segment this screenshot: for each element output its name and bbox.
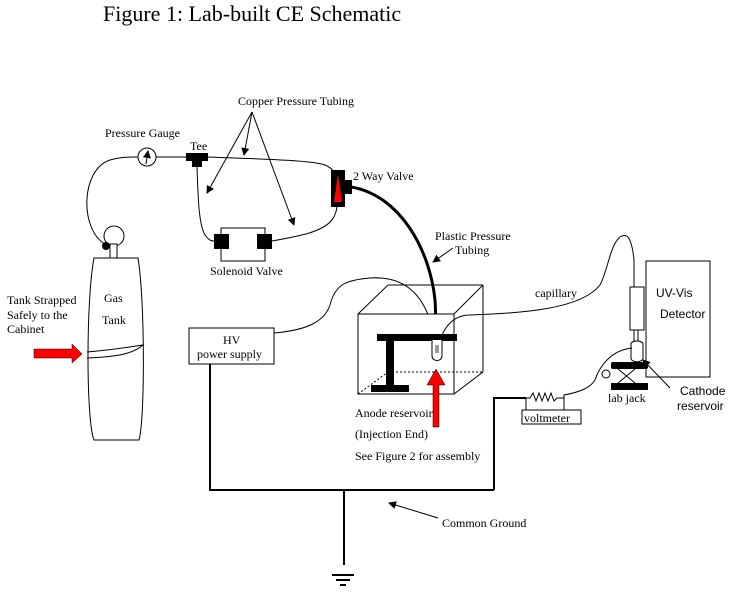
cathode-label-2: reservoir: [677, 399, 724, 413]
hv-power-supply: [188, 327, 275, 365]
hv-label-2: power supply: [197, 347, 262, 361]
tubing-tank-to-gauge: [86, 156, 139, 245]
hv-label-1: HV: [223, 333, 241, 347]
tubing-solenoid-to-valve: [271, 204, 338, 242]
lab-jack: [601, 362, 648, 390]
tank-strap: [86, 344, 145, 359]
anode-label-1: Anode reservoir: [355, 406, 433, 420]
plastic-tubing-arrow: [432, 247, 454, 263]
solenoid-valve: [214, 227, 272, 262]
tee-fitting: [186, 153, 208, 167]
anode-label-2: (Injection End): [355, 427, 428, 441]
cathode-label-1: Cathode: [680, 384, 726, 398]
solenoid-valve-label: Solenoid Valve: [210, 264, 283, 278]
anode-stand: [371, 334, 457, 392]
detector-cell: [629, 286, 645, 331]
gas-tank-label-1: Gas: [104, 291, 123, 305]
voltmeter-ground-lead: [493, 397, 526, 490]
cathode-arrow: [642, 359, 671, 389]
ground-symbol-icon: [332, 574, 354, 586]
pressure-gauge-icon: [137, 147, 157, 167]
copper-tubing-label: Copper Pressure Tubing: [238, 94, 354, 108]
tank-strap-red-arrow: [33, 343, 83, 364]
voltmeter: [521, 409, 582, 425]
uv-vis-detector: [645, 260, 711, 378]
cathode-lead-wire: [563, 347, 633, 398]
lab-jack-label: lab jack: [608, 391, 646, 405]
tank-strapped-label-3: Cabinet: [7, 322, 45, 336]
plastic-tubing-label-2: Tubing: [455, 243, 489, 257]
two-way-valve: [331, 170, 352, 207]
two-way-valve-label: 2 Way Valve: [353, 169, 414, 183]
tubing-tee-to-solenoid: [196, 165, 215, 242]
plastic-tubing-label-1: Plastic Pressure: [435, 229, 511, 243]
gas-tank-label-2: Tank: [102, 313, 126, 327]
anode-label-3: See Figure 2 for assembly: [355, 449, 480, 463]
capillary-label: capillary: [535, 286, 577, 300]
tank-strapped-label-2: Safely to the: [7, 308, 68, 322]
resistor-icon: [525, 391, 565, 410]
voltmeter-label: voltmeter: [524, 411, 570, 425]
common-ground-arrow: [388, 501, 439, 519]
uv-vis-label-1: UV-Vis: [656, 286, 692, 300]
tubing-tee-to-valve: [207, 156, 336, 174]
pressure-gauge-label: Pressure Gauge: [105, 126, 180, 140]
cathode-vial: [630, 340, 644, 363]
ground-loop-wire: [209, 364, 494, 491]
anode-vial: [431, 340, 443, 361]
common-ground-label: Common Ground: [442, 516, 526, 530]
tee-label: Tee: [190, 139, 207, 153]
gas-tank: [86, 225, 145, 441]
injection-red-arrow: [426, 368, 446, 428]
uv-vis-label-2: Detector: [660, 307, 705, 321]
copper-tubing-arrows: [206, 111, 296, 226]
tank-strapped-label-1: Tank Strapped: [7, 293, 76, 307]
capillary-line: [439, 235, 635, 341]
figure-title: Figure 1: Lab-built CE Schematic: [103, 1, 401, 26]
